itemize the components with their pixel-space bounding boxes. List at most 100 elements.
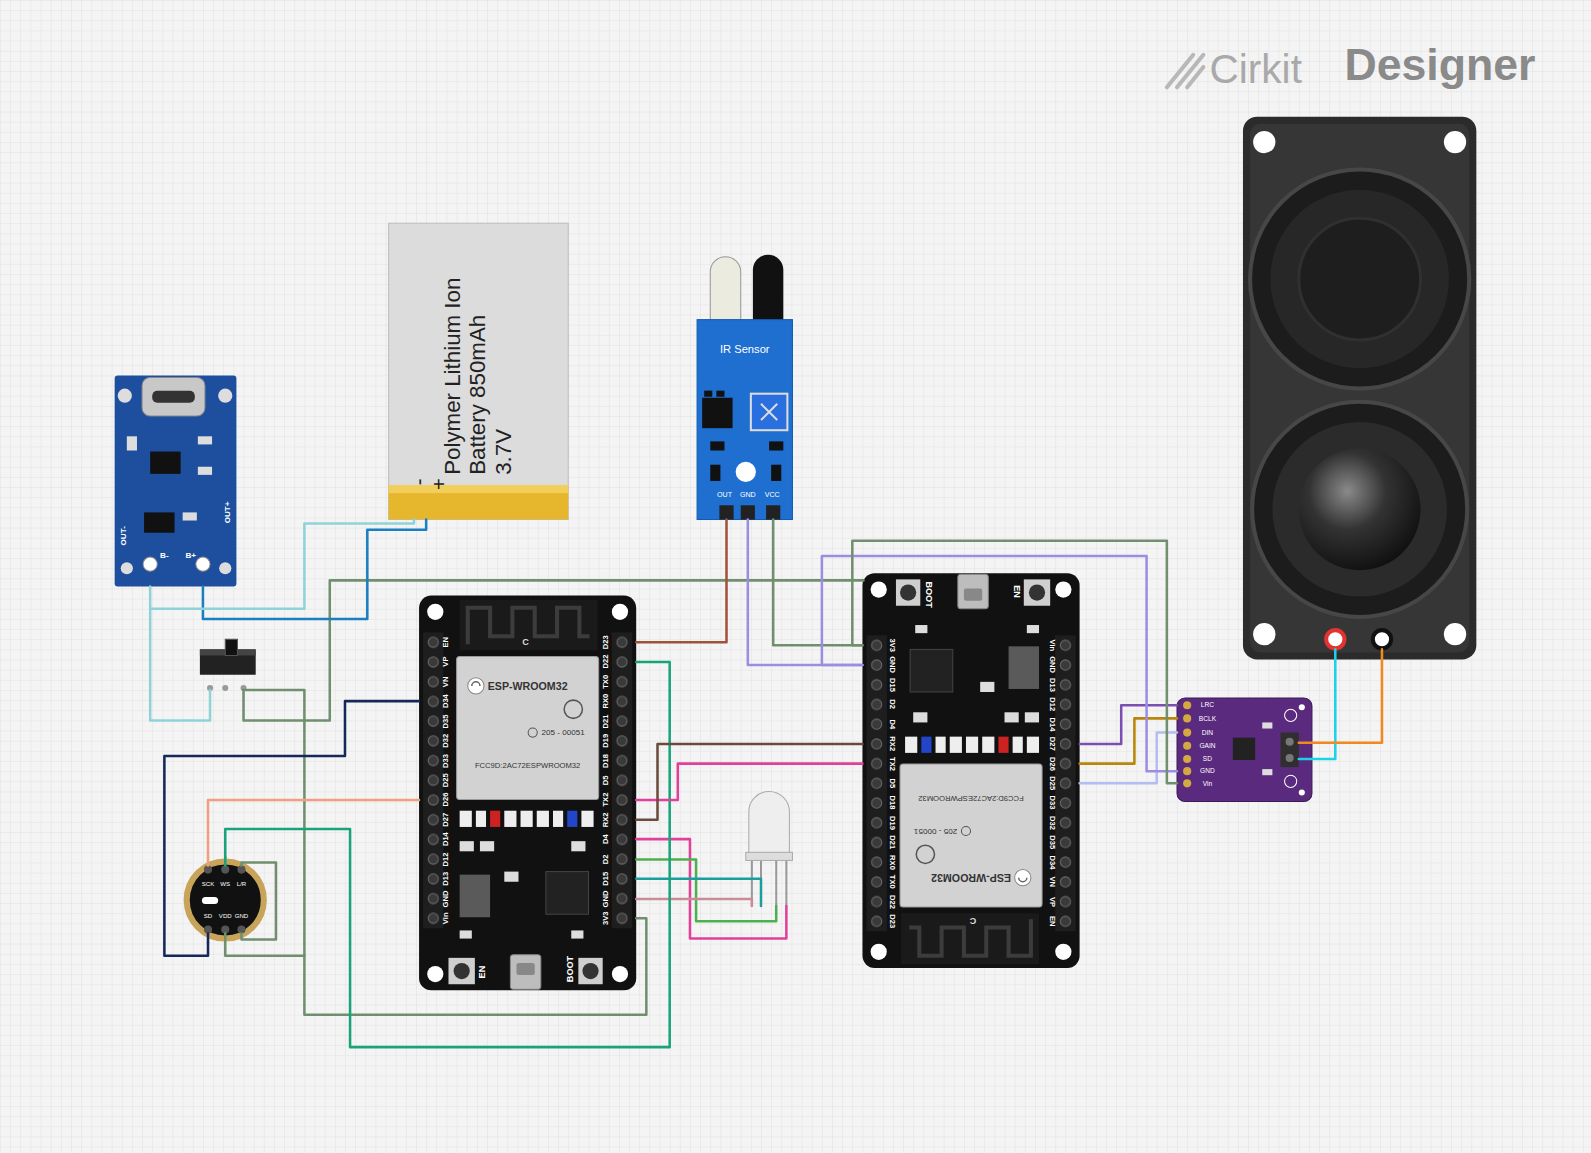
pin-label: B- [160,551,169,560]
battery [389,223,569,519]
battery-label: Polymer Lithium Ion Battery 850mAh 3.7V [439,276,516,475]
wire [1080,733,1177,784]
pin-label: D12 [1048,697,1057,711]
pin-label: D14 [1048,717,1057,731]
pin-label: D34 [1048,855,1057,869]
pin-label: D15 [602,872,611,886]
wire [203,520,426,619]
watermark-icon [1167,55,1204,87]
pin-label: RX0 [888,855,897,870]
i2s-amplifier: LRCBCLKDINGAINSDGNDVin [1177,698,1312,801]
pin-label: GND [235,913,249,920]
pin-label: GND [602,890,611,907]
pin-label: D33 [1048,796,1057,810]
pin-label: D22 [888,895,897,909]
button-label: BOOT [923,581,933,607]
wire [636,744,862,820]
wire [1080,718,1177,763]
watermark: Designer [1344,41,1535,90]
pin-label: D4 [888,719,897,729]
pin-label: GND [888,657,897,674]
wire-path [636,764,862,800]
pin-label: D23 [602,635,611,649]
polarity-mark: + [428,478,451,490]
pin-label: BCLK [1199,715,1216,723]
pin-label: D19 [888,816,897,830]
fcc-id: FCC9D:2AC72ESPWROOM32 [918,793,1023,802]
module-name: ESP-WROOM32 [931,872,1011,884]
pin-label: GAIN [1199,742,1215,750]
pin-label: TX2 [602,793,611,807]
pin-label: D12 [442,852,451,866]
wire [636,764,862,800]
module-name: ESP-WROOM32 [488,680,568,692]
pin-label: B+ [185,551,196,560]
pin-label: LRC [1201,701,1214,709]
pin-label: SCK [202,881,215,888]
pin-label: SD [1203,755,1212,763]
ir-sensor: IR SensorOUTGNDVCC [697,320,792,520]
pin-label: EN [1048,916,1057,927]
wire-path [636,520,726,643]
antenna-mark: C [970,916,977,926]
pin-label: Vin [1203,780,1212,788]
pin-label: D19 [602,734,611,748]
i2s-microphone: SCKWSL/RSDVDDGND [183,857,268,942]
wire [1080,705,1177,744]
pin-label: RX2 [888,736,897,751]
pin-label: OUT [717,491,732,499]
pin-label: EN [442,637,451,648]
esp32-board: ESP-WROOM32205 - 00051FCC9D:2AC72ESPWROO… [419,596,636,991]
pin-label: VP [1048,897,1057,907]
wire [225,662,669,1047]
pin-label: RX0 [602,694,611,709]
static-wires [150,580,1382,1014]
wire [150,520,414,609]
pin-label: D18 [602,754,611,768]
pin-label: GND [442,890,451,907]
pin-label: GND [1048,657,1057,674]
pin-label: D13 [1048,678,1057,692]
wire-path [852,541,1177,784]
pin-label: D35 [1048,835,1057,849]
antenna-mark: C [522,637,529,647]
microphone [187,861,264,938]
pin-label: GND [1200,767,1215,775]
fcc-id: FCC9D:2AC72ESPWROOM32 [475,762,580,771]
pin-label: L/R [237,881,246,888]
pin-label: D22 [602,655,611,669]
pin-label: D27 [442,813,451,827]
wire-path [822,556,1177,771]
pin-label: D34 [442,694,451,708]
button-label: EN [477,966,487,979]
rgb-led [746,791,793,906]
pin-label: WS [220,881,230,888]
wire [852,541,1177,784]
pin-label: D5 [888,778,897,788]
polarity-mark: - [407,479,430,486]
wire-path [748,520,863,666]
ir-sensor-board [697,255,792,520]
pin-label: D15 [888,678,897,692]
wire-path [1080,705,1177,744]
charger-module: OUT-B-B+OUT+ [115,375,237,586]
pin-label: D23 [888,914,897,928]
pin-label: TX0 [888,875,897,889]
wire [748,520,863,666]
pin-label: D25 [1048,776,1057,790]
pin-label: VCC [765,491,780,499]
watermark: Cirkit [1209,47,1301,92]
pin-label: D14 [442,832,451,846]
pin-label: 3V3 [888,639,897,653]
wire-path [225,662,669,1047]
pin-label: TX2 [888,757,897,771]
pin-label: VDD [219,913,232,920]
slide-switch [200,639,256,691]
wire-path [1080,733,1177,784]
pin-label: VN [442,676,451,687]
pin-label: RX2 [602,812,611,827]
wire-path [1080,718,1177,763]
pin-label: D35 [442,714,451,728]
pin-label: D2 [602,854,611,864]
